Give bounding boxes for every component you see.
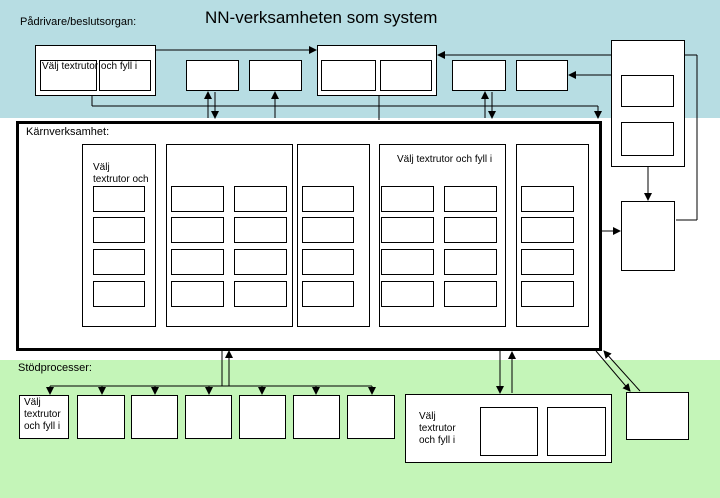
placeholder-text: Välj textrutor och fyll i [419, 411, 456, 446]
core-cell[interactable] [93, 217, 145, 243]
side-box[interactable] [621, 201, 675, 271]
side-box[interactable] [621, 122, 674, 156]
core-cell[interactable] [171, 217, 224, 243]
driver-box[interactable] [452, 60, 506, 91]
core-cell[interactable] [381, 249, 434, 275]
support-box[interactable] [239, 395, 286, 439]
driver-box[interactable] [516, 60, 568, 91]
support-box[interactable] [480, 407, 538, 456]
placeholder-text: Välj textrutor och fyll i [42, 61, 138, 72]
core-cell[interactable] [521, 249, 574, 275]
core-cell[interactable] [521, 217, 574, 243]
core-cell[interactable] [302, 249, 354, 275]
core-cell[interactable] [234, 249, 287, 275]
core-cell[interactable] [381, 186, 434, 212]
core-cell[interactable] [521, 186, 574, 212]
support-box[interactable] [131, 395, 178, 439]
core-cell[interactable] [302, 281, 354, 307]
support-label: Stödprocesser: [18, 362, 92, 374]
core-cell[interactable] [171, 186, 224, 212]
support-box[interactable] [19, 395, 69, 439]
support-box[interactable] [293, 395, 340, 439]
support-box[interactable] [547, 407, 606, 456]
core-cell[interactable] [234, 281, 287, 307]
support-box[interactable] [77, 395, 125, 439]
core-cell[interactable] [171, 249, 224, 275]
core-cell[interactable] [93, 281, 145, 307]
driver-box[interactable] [380, 60, 432, 91]
core-cell[interactable] [444, 281, 497, 307]
core-cell[interactable] [234, 217, 287, 243]
core-cell[interactable] [444, 249, 497, 275]
driver-box[interactable] [249, 60, 302, 91]
core-cell[interactable] [93, 186, 145, 212]
support-box[interactable] [626, 392, 689, 440]
driver-label: Pådrivare/beslutsorgan: [20, 16, 137, 28]
core-cell[interactable] [381, 281, 434, 307]
core-cell[interactable] [381, 217, 434, 243]
placeholder-text: Välj textrutor och fyll i [397, 154, 493, 165]
driver-box[interactable] [321, 60, 376, 91]
core-cell[interactable] [171, 281, 224, 307]
core-cell[interactable] [444, 217, 497, 243]
core-cell[interactable] [444, 186, 497, 212]
driver-box[interactable] [99, 60, 151, 91]
diagram-title: NN-verksamheten som system [205, 8, 438, 27]
placeholder-text: Välj textrutor och fyll i [24, 397, 61, 432]
core-cell[interactable] [302, 186, 354, 212]
driver-box[interactable] [186, 60, 239, 91]
support-box[interactable] [185, 395, 232, 439]
core-cell[interactable] [302, 217, 354, 243]
support-box[interactable] [347, 395, 395, 439]
core-cell[interactable] [234, 186, 287, 212]
driver-box[interactable] [40, 60, 97, 91]
core-label: Kärnverksamhet: [26, 126, 110, 138]
core-cell[interactable] [521, 281, 574, 307]
side-box[interactable] [621, 75, 674, 107]
core-cell[interactable] [93, 249, 145, 275]
